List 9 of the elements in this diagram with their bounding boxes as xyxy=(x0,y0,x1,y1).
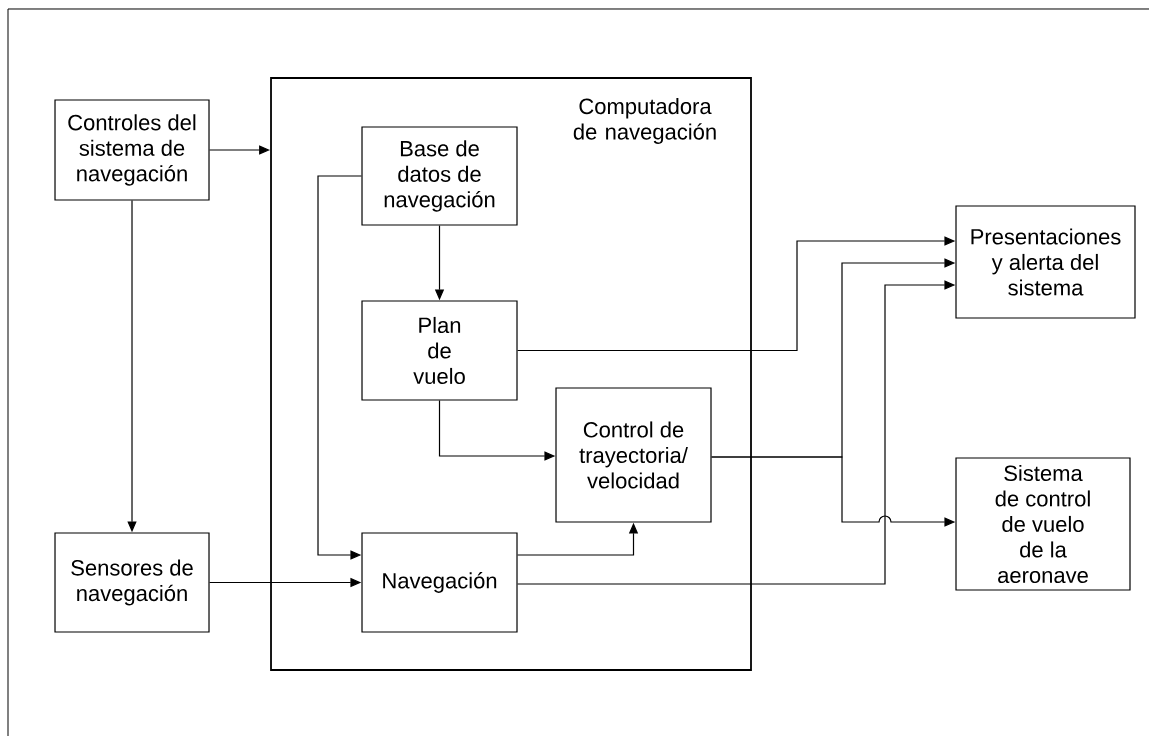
process-box: Plan de vuelo xyxy=(361,300,518,401)
process-box: Sensores de navegación xyxy=(54,532,210,633)
process-box: Sistema de control de vuelo de la aeronave xyxy=(955,457,1131,591)
arrow xyxy=(317,175,362,560)
process-box: Presentaciones y alerta del sistema xyxy=(955,205,1136,319)
process-box: Controles del sistema de navegación xyxy=(54,99,210,201)
process-box: Control de trayectoria/ velocidad xyxy=(555,387,712,523)
process-box: Navegación xyxy=(361,532,518,633)
process-box: Base de datos de navegación xyxy=(361,126,518,226)
